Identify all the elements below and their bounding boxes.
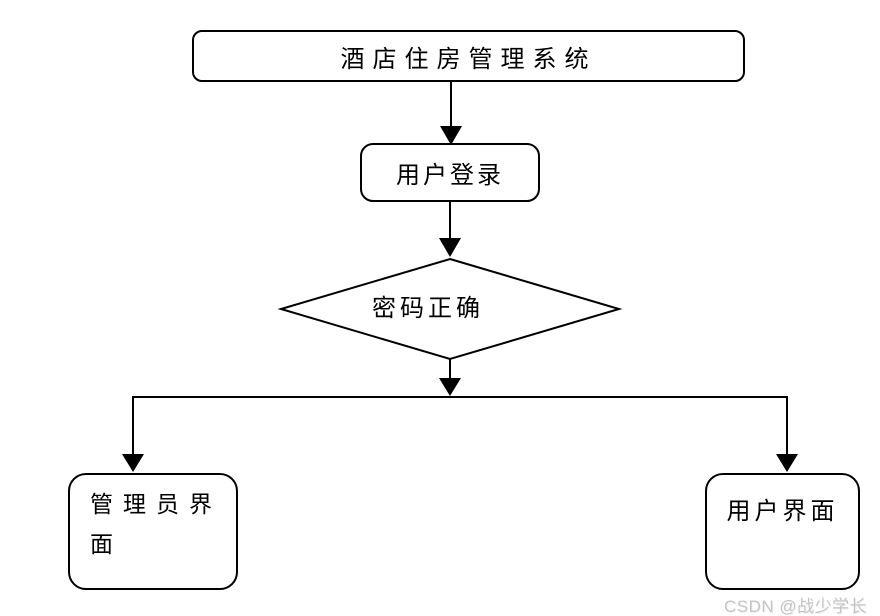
watermark-text: CSDN @战少学长	[724, 597, 868, 616]
node-user-login: 用户登录	[360, 143, 540, 202]
arrow-decision-to-branch	[439, 358, 461, 396]
arrow-title-to-login	[440, 82, 462, 145]
node-admin-interface-label: 管理员界面	[90, 492, 222, 557]
arrow-branch-to-user	[776, 396, 798, 472]
node-user-interface-label: 用户界面	[726, 499, 839, 525]
node-user-interface: 用户界面	[705, 473, 860, 590]
arrow-branch-to-admin	[122, 396, 144, 472]
arrow-login-to-decision	[439, 202, 461, 257]
node-hotel-system-label: 酒店住房管理系统	[340, 46, 597, 73]
node-admin-interface: 管理员界面	[68, 473, 238, 590]
node-user-login-label: 用户登录	[396, 163, 504, 189]
node-password-correct-label: 密码正确	[372, 296, 484, 322]
node-hotel-system: 酒店住房管理系统	[192, 30, 745, 82]
